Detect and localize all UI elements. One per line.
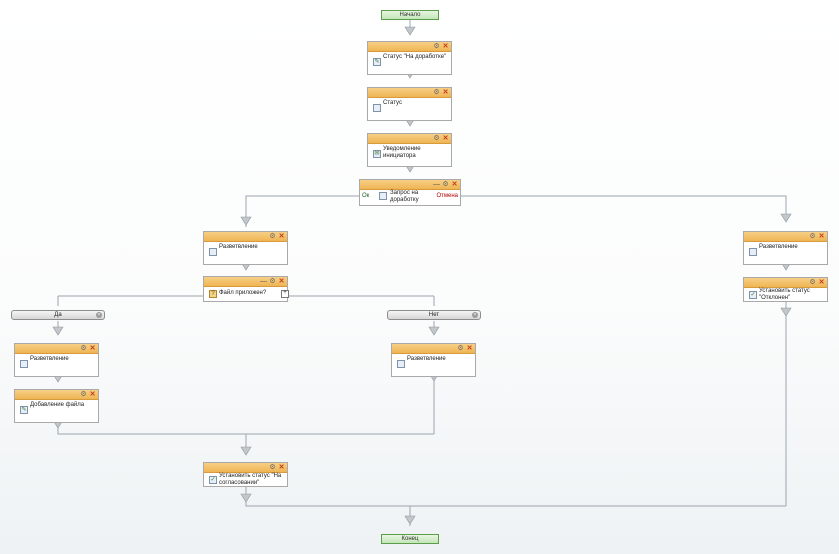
close-icon[interactable]: ✕ <box>451 181 458 188</box>
node-fork-left[interactable]: ⚙ ✕ Разветвление <box>203 231 288 265</box>
node-label: Статус "На доработке" <box>383 54 447 60</box>
node-header: — ⚙ ✕ <box>204 277 287 287</box>
node-header: ⚙ ✕ <box>744 278 827 288</box>
node-status[interactable]: ⚙ ✕ Статус <box>367 87 452 121</box>
close-icon[interactable]: ✕ <box>89 345 96 352</box>
branch-no[interactable]: Нет × <box>387 310 481 320</box>
node-label: Файл приложен? <box>219 290 267 296</box>
node-label: Запрос на доработку <box>390 190 419 203</box>
edit-icon: ✎ <box>373 58 381 66</box>
close-icon[interactable]: ✕ <box>278 233 285 240</box>
gear-icon[interactable]: ⚙ <box>809 233 816 240</box>
gear-icon[interactable]: ⚙ <box>80 345 87 352</box>
arrow-icon <box>780 307 792 317</box>
node-label: Добавление файла <box>30 402 85 408</box>
node-label: Статус <box>383 100 402 106</box>
node-label: Разветвление <box>30 356 69 362</box>
connector-add-file <box>57 413 434 435</box>
close-icon[interactable]: ✕ <box>818 279 825 286</box>
gear-icon[interactable]: ⚙ <box>433 135 440 142</box>
fork-icon <box>20 360 28 368</box>
close-icon[interactable]: ✕ <box>278 464 285 471</box>
close-icon[interactable]: × <box>472 312 478 318</box>
node-header: ⚙ ✕ <box>392 344 475 354</box>
connector-cancel <box>461 195 787 218</box>
minimize-icon[interactable]: — <box>260 278 267 285</box>
gear-icon[interactable]: ⚙ <box>269 278 276 285</box>
arrow-icon <box>404 515 416 525</box>
branch-label: Нет <box>428 312 440 318</box>
arrow-icon <box>428 326 440 336</box>
gear-icon[interactable]: ⚙ <box>442 181 449 188</box>
close-icon[interactable]: ✕ <box>442 89 449 96</box>
node-header: — ⚙ ✕ <box>360 180 460 190</box>
arrow-icon <box>404 26 416 36</box>
node-header: ⚙ ✕ <box>368 88 451 98</box>
node-set-status-rejected[interactable]: ⚙ ✕ ✓ Установить статус "Отклонен" <box>743 277 828 302</box>
node-status-in-dev[interactable]: ⚙ ✕ ✎ Статус "На доработке" <box>367 41 452 75</box>
add-branch-icon[interactable]: + <box>281 290 289 298</box>
close-icon[interactable]: ✕ <box>466 345 473 352</box>
arrow-icon <box>240 493 252 503</box>
connector-approval <box>245 487 786 507</box>
task-icon <box>379 192 387 200</box>
node-header: ⚙ ✕ <box>15 344 98 354</box>
outcome-ok-label: Ок <box>362 193 370 199</box>
start-node[interactable]: Начало <box>381 10 439 20</box>
gear-icon[interactable]: ⚙ <box>269 233 276 240</box>
fork-icon <box>209 248 217 256</box>
branch-yes[interactable]: Да × <box>11 310 105 320</box>
edit-icon: ✎ <box>20 406 28 414</box>
fork-icon <box>749 248 757 256</box>
node-fork-right[interactable]: ⚙ ✕ Разветвление <box>743 231 828 265</box>
gear-icon[interactable]: ⚙ <box>269 464 276 471</box>
gear-icon[interactable]: ⚙ <box>809 279 816 286</box>
arrow-icon <box>240 216 252 226</box>
node-add-file[interactable]: ⚙ ✕ ✎ Добавление файла <box>14 389 99 423</box>
close-icon[interactable]: ✕ <box>278 278 285 285</box>
node-label: Уведомление инициатора <box>383 146 421 159</box>
check-icon: ✓ <box>749 291 757 299</box>
close-icon[interactable]: ✕ <box>818 233 825 240</box>
condition-icon: ? <box>209 290 217 298</box>
node-header: ⚙ ✕ <box>368 134 451 144</box>
node-request-rework[interactable]: — ⚙ ✕ Ок Запрос на доработку Отмена <box>359 179 461 206</box>
node-label: Разветвление <box>219 244 258 250</box>
close-icon[interactable]: ✕ <box>442 43 449 50</box>
check-icon: ✓ <box>209 476 217 484</box>
node-fork-yes[interactable]: ⚙ ✕ Разветвление <box>14 343 99 377</box>
fork-icon <box>397 360 405 368</box>
node-set-status-approval[interactable]: ⚙ ✕ ✓ Установить статус "На согласовании… <box>203 462 288 487</box>
outcome-cancel-label: Отмена <box>436 193 458 199</box>
minimize-icon[interactable]: — <box>433 181 440 188</box>
node-header: ⚙ ✕ <box>204 463 287 473</box>
node-label: Установить статус "Отклонен" <box>759 288 810 301</box>
close-icon[interactable]: ✕ <box>442 135 449 142</box>
gear-icon[interactable]: ⚙ <box>433 43 440 50</box>
node-file-attached[interactable]: — ⚙ ✕ ? Файл приложен? + <box>203 276 289 302</box>
node-label: Разветвление <box>759 244 798 250</box>
connector-ok <box>245 195 360 227</box>
node-header: ⚙ ✕ <box>744 232 827 242</box>
gear-icon[interactable]: ⚙ <box>457 345 464 352</box>
node-label: Разветвление <box>407 356 446 362</box>
arrow-icon <box>780 213 792 223</box>
arrow-icon <box>240 446 252 456</box>
node-header: ⚙ ✕ <box>204 232 287 242</box>
close-icon[interactable]: × <box>96 312 102 318</box>
arrow-icon <box>52 326 64 336</box>
notify-icon: ✉ <box>373 150 381 158</box>
task-icon <box>373 104 381 112</box>
node-fork-no[interactable]: ⚙ ✕ Разветвление <box>391 343 476 377</box>
node-label: Установить статус "На согласовании" <box>219 473 282 486</box>
end-node[interactable]: Конец <box>381 534 439 544</box>
node-notify-initiator[interactable]: ⚙ ✕ ✉ Уведомление инициатора <box>367 133 452 167</box>
branch-label: Да <box>54 312 62 318</box>
close-icon[interactable]: ✕ <box>89 391 96 398</box>
node-header: ⚙ ✕ <box>368 42 451 52</box>
gear-icon[interactable]: ⚙ <box>80 391 87 398</box>
node-header: ⚙ ✕ <box>15 390 98 400</box>
gear-icon[interactable]: ⚙ <box>433 89 440 96</box>
